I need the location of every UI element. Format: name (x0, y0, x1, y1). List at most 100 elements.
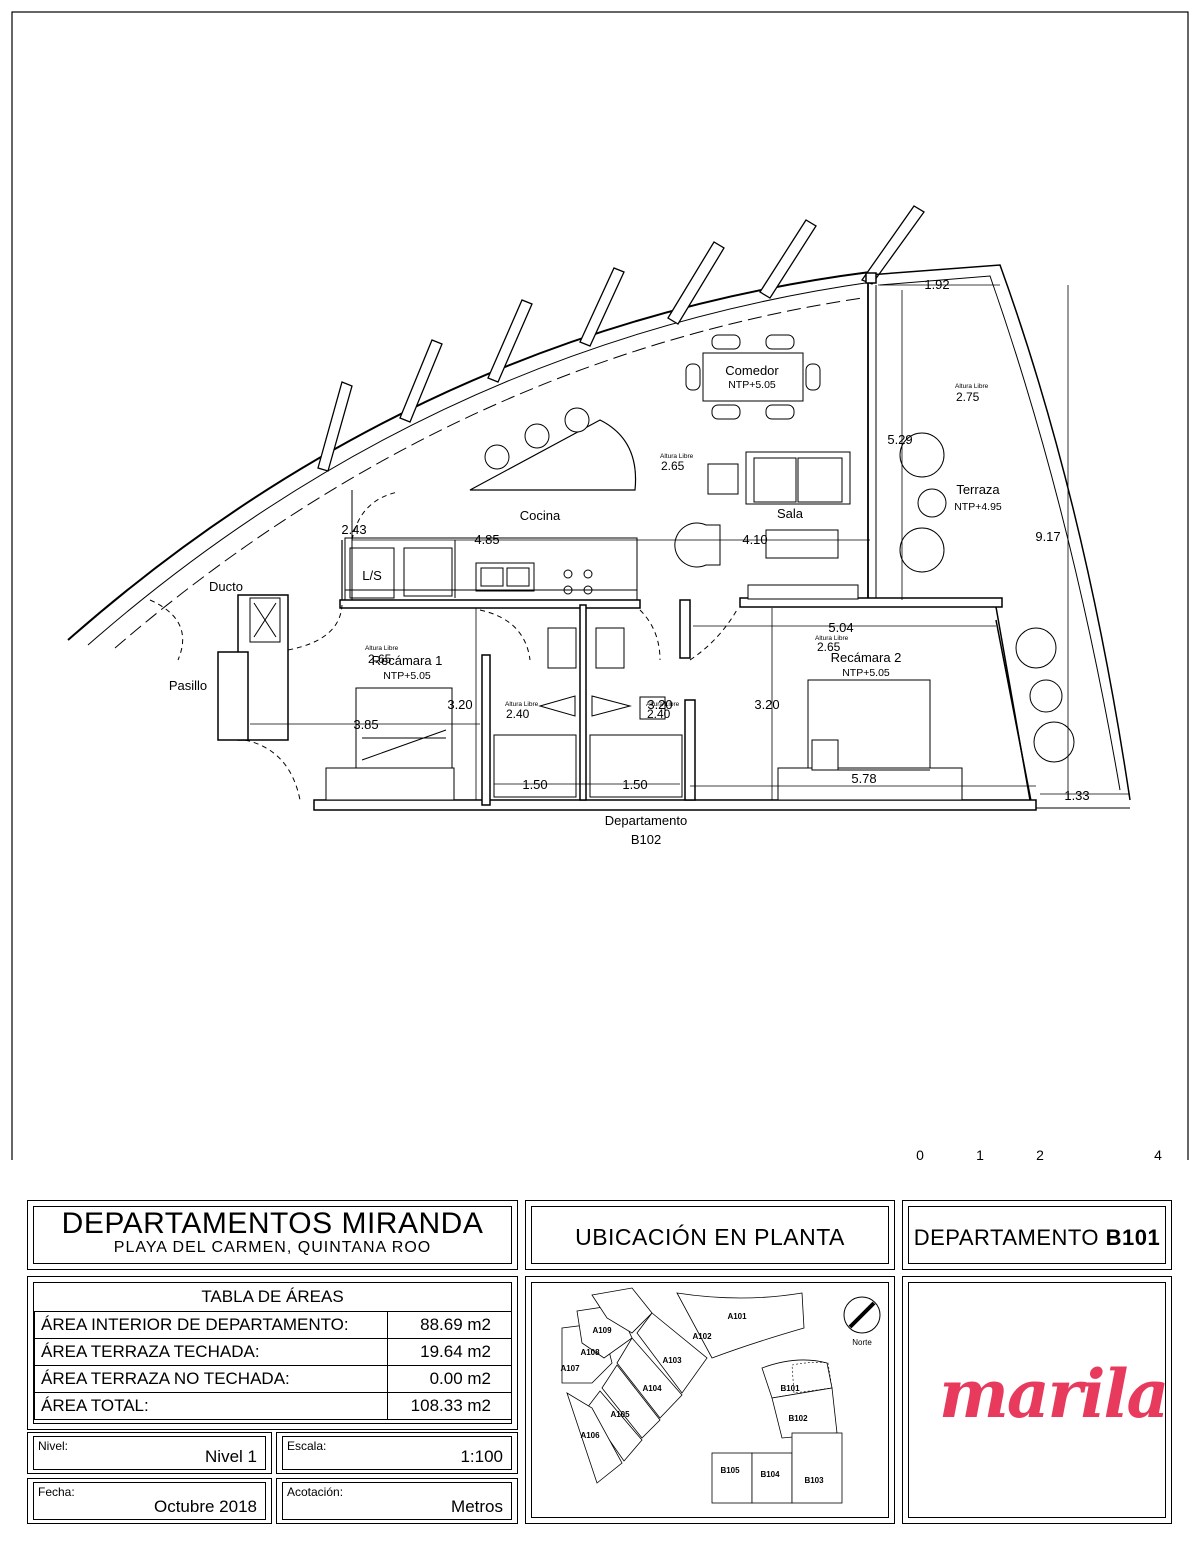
bathrooms (493, 627, 683, 798)
dimension-text: 5.04 (828, 620, 853, 635)
area-value: 19.64 m2 (387, 1338, 512, 1366)
facade-fins (317, 205, 925, 472)
table-row: ÁREA TOTAL:108.33 m2 (34, 1392, 512, 1420)
dimension-text: 3.85 (353, 717, 378, 732)
dimension-text: 4.10 (742, 532, 767, 547)
acotacion-value: Metros (451, 1497, 503, 1516)
project-title: DEPARTAMENTOS MIRANDA (61, 1207, 484, 1240)
nivel-label: Nivel: (38, 1439, 69, 1453)
altura-label: Altura Libre (955, 383, 989, 390)
room-ntp-recamara-2: NTP+5.05 (842, 667, 890, 679)
floor-plan: Comedor NTP+5.05 Cocina Sala Terraza NTP… (11, 11, 1189, 1160)
height-value: 2.40 (506, 707, 530, 721)
keymap-unit-label: A106 (580, 1431, 600, 1440)
room-ntp-recamara-1: NTP+5.05 (383, 670, 431, 682)
dining-table (685, 334, 821, 420)
height-value: 2.65 (368, 652, 392, 666)
kitchen-island (469, 419, 637, 491)
room-label-terraza: Terraza (956, 482, 1000, 497)
scale-tick: 1 (976, 1147, 984, 1160)
ubicacion-title: UBICACIÓN EN PLANTA (575, 1224, 845, 1250)
room-ntp-terraza: NTP+4.95 (954, 501, 1002, 513)
fecha-label: Fecha: (38, 1485, 75, 1499)
neighbor-label-line2: B102 (631, 832, 661, 847)
area-label: ÁREA TOTAL: (34, 1392, 388, 1420)
area-value: 88.69 m2 (387, 1311, 512, 1339)
fecha-field: Fecha: Octubre 2018 (27, 1478, 272, 1524)
areas-table: ÁREA INTERIOR DE DEPARTAMENTO:88.69 m2 Á… (34, 1311, 512, 1420)
dimension-text: 1.50 (522, 777, 547, 792)
area-label: ÁREA INTERIOR DE DEPARTAMENTO: (34, 1311, 388, 1339)
dimension-text: 5.29 (887, 432, 912, 447)
altura-label: Altura Libre (505, 701, 539, 708)
kitchen-counter (344, 537, 638, 601)
room-label-ls: L/S (362, 568, 382, 583)
room-label-comedor: Comedor (725, 363, 779, 378)
walls (217, 594, 1037, 811)
altura-label: Altura Libre (646, 701, 680, 708)
room-label-ducto: Ducto (209, 579, 243, 594)
area-label: ÁREA TERRAZA TECHADA: (34, 1338, 388, 1366)
areas-table-title: TABLA DE ÁREAS (201, 1287, 344, 1306)
curved-facade-wall (67, 271, 871, 641)
fecha-value: Octubre 2018 (153, 1497, 257, 1516)
table-row: ÁREA INTERIOR DE DEPARTAMENTO:88.69 m2 (34, 1311, 512, 1339)
ubicacion-title-box: UBICACIÓN EN PLANTA (525, 1200, 895, 1270)
departamento-prefix: DEPARTAMENTO (913, 1225, 1106, 1250)
keymap-unit-label: A104 (642, 1384, 662, 1393)
dimension-text: 1.50 (622, 777, 647, 792)
room-label-recamara-1: Recámara 1 (372, 653, 443, 668)
escala-field: Escala: 1:100 (276, 1432, 518, 1474)
keymap-box: A101 A102 A103 A104 A105 A106 A107 A108 … (525, 1276, 895, 1524)
neighbor-label-line1: Departamento (605, 813, 687, 828)
north-label: Norte (852, 1338, 872, 1347)
height-value: 2.75 (956, 390, 980, 404)
height-value: 2.65 (661, 459, 685, 473)
dimension-text: 9.17 (1035, 529, 1060, 544)
altura-label: Altura Libre (660, 453, 694, 460)
dimension-text: 2.43 (341, 522, 366, 537)
bed-recamara-1 (325, 687, 455, 801)
keymap-unit-label: B104 (760, 1470, 780, 1479)
departamento-title-box: DEPARTAMENTO B101 (902, 1200, 1172, 1270)
dimension-text: 3.20 (754, 697, 779, 712)
living-furniture (674, 451, 859, 600)
departamento-code: B101 (1105, 1225, 1161, 1250)
marila-logo: marila (939, 1355, 1169, 1433)
table-row: ÁREA TERRAZA TECHADA:19.64 m2 (34, 1338, 512, 1366)
room-label-pasillo: Pasillo (169, 678, 207, 693)
dimension-text: 4.85 (474, 532, 499, 547)
project-location: PLAYA DEL CARMEN, QUINTANA ROO (113, 1239, 432, 1256)
keymap-unit-label: A109 (592, 1326, 612, 1335)
nivel-value: Nivel 1 (205, 1447, 257, 1466)
scale-tick: 4 (1154, 1147, 1162, 1160)
scale-tick: 2 (1036, 1147, 1044, 1160)
area-value: 108.33 m2 (387, 1392, 512, 1420)
table-row: ÁREA TERRAZA NO TECHADA:0.00 m2 (34, 1365, 512, 1393)
logo-box: marila (902, 1276, 1172, 1524)
keymap-unit-label: A108 (580, 1348, 600, 1357)
acotacion-label: Acotación: (287, 1485, 344, 1499)
acotacion-field: Acotación: Metros (276, 1478, 518, 1524)
keymap-unit-label: B101 (780, 1384, 800, 1393)
terrace-furniture (899, 432, 1075, 763)
dimension-text: 1.33 (1064, 788, 1089, 803)
area-label: ÁREA TERRAZA NO TECHADA: (34, 1365, 388, 1393)
nivel-field: Nivel: Nivel 1 (27, 1432, 272, 1474)
keymap-unit-label: A103 (662, 1356, 682, 1365)
keymap-unit-label: A105 (610, 1410, 630, 1419)
dimension-text: 3.20 (447, 697, 472, 712)
escala-value: 1:100 (460, 1447, 503, 1466)
altura-label: Altura Libre (365, 645, 399, 652)
keymap-unit-label: A102 (692, 1332, 712, 1341)
dimension-text: 5.78 (851, 771, 876, 786)
dimension-text: 1.92 (924, 277, 949, 292)
keymap-unit-label: A101 (727, 1312, 747, 1321)
project-title-box: DEPARTAMENTOS MIRANDA PLAYA DEL CARMEN, … (27, 1200, 518, 1270)
escala-label: Escala: (287, 1439, 327, 1453)
keymap-drawing: A101 A102 A103 A104 A105 A106 A107 A108 … (560, 1287, 881, 1504)
scale-tick: 0 (916, 1147, 924, 1160)
dimension-lines (250, 284, 1130, 800)
room-label-cocina: Cocina (520, 508, 561, 523)
dimension-text: 3.20 (647, 697, 672, 712)
